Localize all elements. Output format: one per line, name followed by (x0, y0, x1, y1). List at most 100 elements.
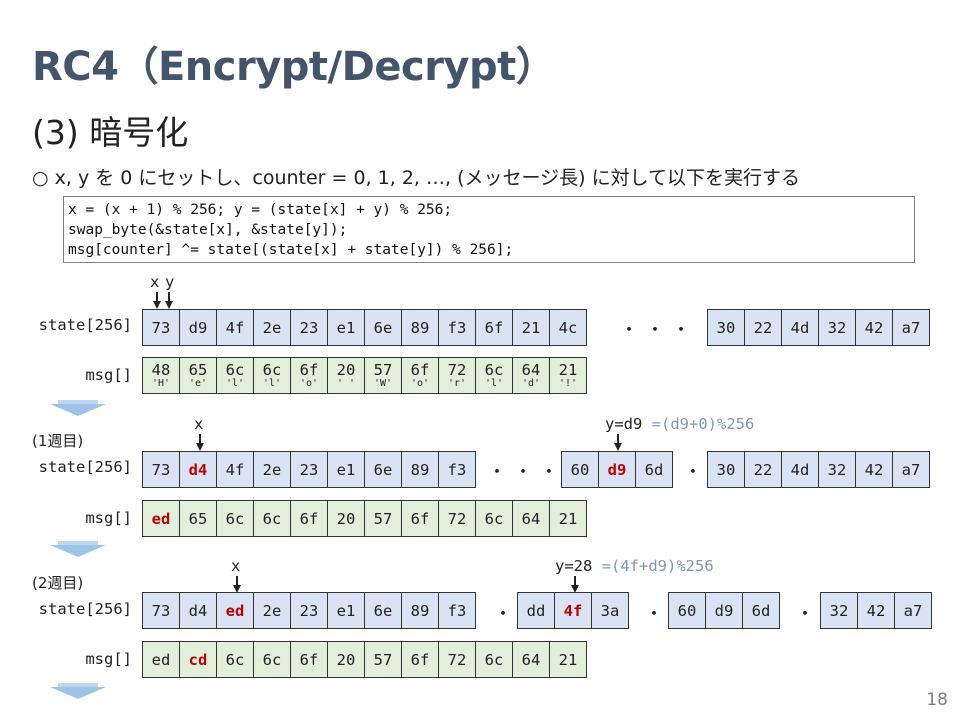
round1-y-arrow-head (614, 443, 622, 451)
round2-step-label: (2週目) (32, 574, 84, 592)
cell: 64 (512, 641, 550, 678)
round2-y-formula: =(4f+d9)%256 (601, 557, 714, 575)
cell: 89 (401, 592, 439, 629)
cell: 2e (253, 592, 291, 629)
cell: 6e (364, 309, 402, 346)
round2-y-marker: y=28 =(4f+d9)%256 (555, 557, 714, 575)
cell: 22 (744, 309, 782, 346)
ellipsis: ・・・ (620, 320, 698, 341)
cell: d9 (705, 592, 743, 629)
msg-cell-hex: 6c (262, 360, 282, 379)
state-label: state[256] (38, 316, 132, 334)
round2-x-arrow-head (233, 585, 241, 593)
cell: 72 (438, 641, 476, 678)
msg-cell-hex: 64 (521, 360, 541, 379)
cell: 20 (327, 641, 365, 678)
x-arrow-line (156, 292, 158, 302)
cell: 4c (549, 309, 587, 346)
msg-cell: 21'!' (549, 357, 587, 394)
round1-y-value: y=d9 (605, 415, 643, 433)
ellipsis: ・ (796, 604, 822, 625)
cell: e1 (327, 592, 365, 629)
cell: ed (142, 641, 180, 678)
cell: a7 (892, 451, 930, 488)
cell: 6e (364, 451, 402, 488)
cell: 6c (475, 500, 513, 537)
cell: 23 (290, 309, 328, 346)
msg-cell: 6c'l' (475, 357, 513, 394)
cell: 32 (820, 592, 858, 629)
cell: f3 (438, 592, 476, 629)
initial-msg-row: 48'H'65'e'6c'l'6c'l'6f'o'20' '57'W'6f'o'… (142, 357, 587, 394)
code-line: x = (x + 1) % 256; y = (state[x] + y) % … (68, 202, 453, 218)
cell: 42 (855, 309, 893, 346)
cell: 6c (253, 500, 291, 537)
cell: 30 (707, 451, 745, 488)
cell: 6d (635, 451, 673, 488)
cell: 64 (512, 500, 550, 537)
cell: 6c (475, 641, 513, 678)
msg-cell-hex: 48 (151, 360, 171, 379)
cell: 89 (401, 309, 439, 346)
msg-cell-char: 'l' (225, 377, 245, 389)
cell: 73 (142, 451, 180, 488)
round2-y-arrow-head (571, 585, 579, 593)
cell: 20 (327, 500, 365, 537)
cell: 57 (364, 641, 402, 678)
flow-arrow-bar (58, 541, 98, 547)
msg-cell: 6c'l' (216, 357, 254, 394)
cell: 22 (744, 451, 782, 488)
cell: 6f (401, 500, 439, 537)
cell: 4f (216, 309, 254, 346)
cell: d9 (179, 309, 217, 346)
msg-cell-char: ' ' (336, 377, 356, 389)
cell: 4f (216, 451, 254, 488)
x-marker: x (150, 273, 160, 291)
msg-label: msg[] (85, 366, 132, 384)
cell: ed (142, 500, 180, 537)
cell: 30 (707, 309, 745, 346)
x-arrow-head (153, 301, 161, 309)
msg-cell-char: 'o' (299, 377, 319, 389)
cell: 3a (591, 592, 629, 629)
msg-cell-hex: 6c (225, 360, 245, 379)
cell: a7 (892, 309, 930, 346)
cell: 6e (364, 592, 402, 629)
cell: 89 (401, 451, 439, 488)
cell: 73 (142, 592, 180, 629)
ellipsis: ・ (645, 604, 671, 625)
ellipsis: ・・・ (488, 462, 566, 483)
cell: 6f (290, 641, 328, 678)
cell: dd (517, 592, 555, 629)
cell: 6c (216, 500, 254, 537)
msg-cell-hex: 57 (373, 360, 393, 379)
bullet-text: ○ x, y を 0 にセットし、counter = 0, 1, 2, …, (… (32, 167, 800, 189)
round1-y-arrow-line (617, 434, 619, 444)
cell: 4f (554, 592, 592, 629)
cell: ed (216, 592, 254, 629)
cell: 2e (253, 309, 291, 346)
cell: 65 (179, 500, 217, 537)
cell: 21 (549, 641, 587, 678)
flow-arrow-down (50, 687, 106, 699)
section-subtitle: (3) 暗号化 (32, 113, 189, 152)
cell: d4 (179, 592, 217, 629)
round2-x-marker: x (231, 557, 241, 575)
msg-cell: 57'W' (364, 357, 402, 394)
cell: d9 (598, 451, 636, 488)
code-line: msg[counter] ^= state[(state[x] + state[… (68, 242, 514, 258)
cell: cd (179, 641, 217, 678)
msg-cell-hex: 6f (410, 360, 430, 379)
cell: 42 (857, 592, 895, 629)
msg-cell-hex: 20 (336, 360, 356, 379)
msg-cell-char: 'l' (484, 377, 504, 389)
cell: 23 (290, 451, 328, 488)
msg-cell-char: 'o' (410, 377, 430, 389)
page-number: 18 (926, 690, 948, 710)
flow-arrow-bar (58, 683, 98, 689)
